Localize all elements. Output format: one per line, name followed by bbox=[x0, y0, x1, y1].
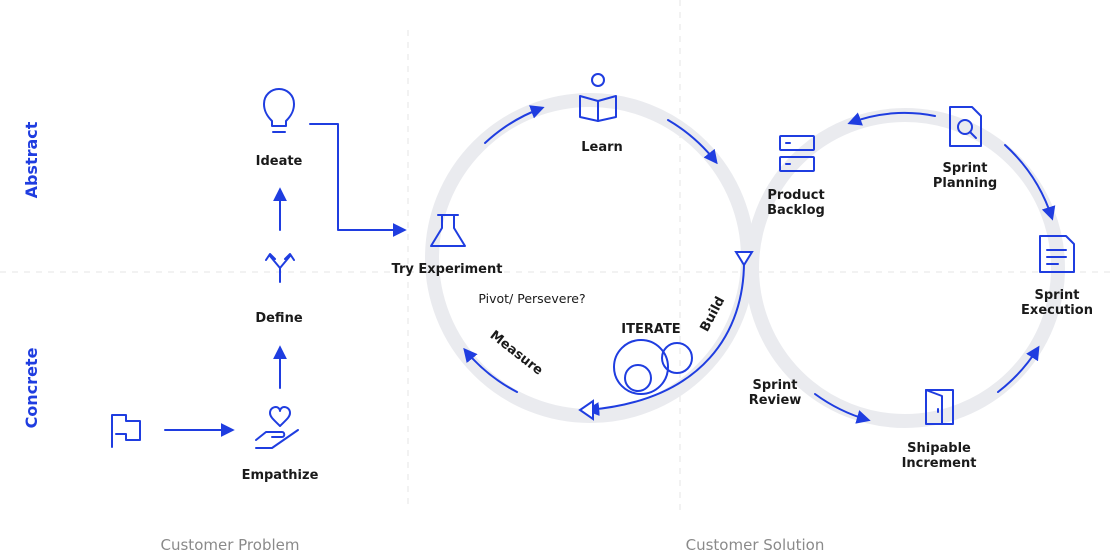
agile-loop-track bbox=[745, 108, 1065, 428]
axis-label-abstract: Abstract bbox=[22, 121, 41, 198]
axis-label-concrete: Concrete bbox=[22, 347, 41, 428]
label-sprint-planning-line1: Sprint bbox=[942, 161, 987, 176]
label-product-backlog-line1: Product bbox=[767, 188, 824, 203]
triangle-marker-top bbox=[734, 251, 754, 267]
arrow-ideate-to-experiment bbox=[309, 123, 407, 237]
label-product-backlog-line2: Backlog bbox=[767, 203, 825, 218]
bulb-icon bbox=[263, 88, 295, 133]
arrow-measure bbox=[463, 347, 518, 393]
label-sprint-review-line2: Review bbox=[749, 393, 802, 408]
label-iterate: ITERATE bbox=[621, 322, 680, 337]
label-learn: Learn bbox=[581, 140, 623, 155]
label-shipable-increment-line2: Increment bbox=[902, 456, 977, 471]
column-label-customer-solution: Customer Solution bbox=[686, 536, 825, 554]
flag-icon bbox=[111, 414, 141, 448]
label-ideate: Ideate bbox=[256, 154, 303, 169]
flask-icon bbox=[430, 214, 466, 247]
label-shipable-increment-line1: Shipable bbox=[907, 441, 971, 456]
label-pivot-persevere: Pivot/ Persevere? bbox=[478, 291, 585, 306]
column-label-customer-problem: Customer Problem bbox=[161, 536, 300, 554]
label-sprint-execution-line1: Sprint bbox=[1034, 288, 1079, 303]
label-sprint-review-line1: Sprint bbox=[752, 378, 797, 393]
reading-icon bbox=[579, 73, 617, 122]
arrow-build bbox=[585, 261, 745, 417]
label-empathize: Empathize bbox=[242, 468, 319, 483]
arrow-execution-to-planning bbox=[1004, 144, 1056, 221]
label-measure: Measure bbox=[487, 328, 546, 379]
document-icon bbox=[1039, 235, 1075, 273]
label-define: Define bbox=[255, 311, 302, 326]
search-document-icon bbox=[949, 106, 982, 147]
label-sprint-execution-line2: Execution bbox=[1021, 303, 1093, 318]
label-try-experiment: Try Experiment bbox=[392, 262, 503, 277]
arrow-review-to-increment bbox=[814, 393, 871, 424]
iterate-circles-icon bbox=[613, 339, 693, 395]
door-icon bbox=[925, 389, 954, 425]
arrow-learn-to-backlog bbox=[667, 119, 718, 165]
heart-hand-icon bbox=[255, 406, 299, 449]
diverge-icon bbox=[265, 253, 295, 283]
arrow-planning-to-backlog bbox=[847, 111, 936, 126]
arrow-increment-to-execution bbox=[997, 345, 1040, 393]
label-sprint-planning-line2: Planning bbox=[933, 176, 997, 191]
backlog-server-icon bbox=[779, 135, 815, 172]
arrow-experiment-to-learn bbox=[484, 105, 545, 144]
triangle-marker-bottom bbox=[578, 399, 594, 421]
